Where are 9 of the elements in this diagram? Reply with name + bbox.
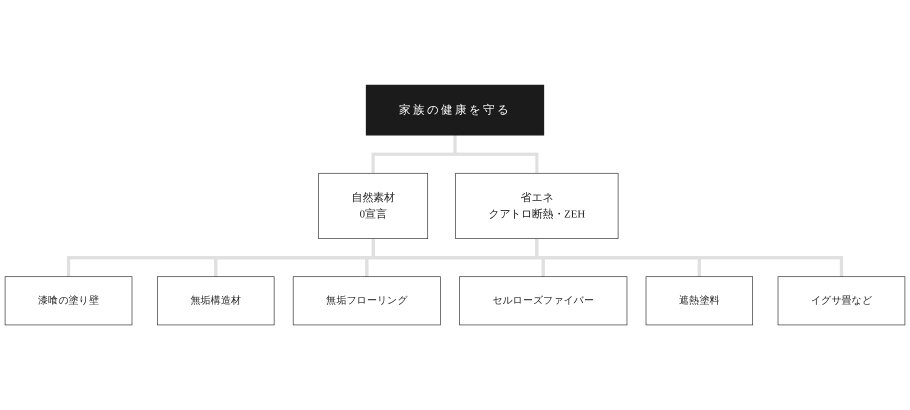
node-box: イグサ畳など: [778, 276, 906, 326]
node-box: セルローズファイバー: [459, 276, 628, 326]
node-box: 無垢フローリング: [292, 276, 441, 326]
node-box: 自然素材 0宣言: [318, 172, 428, 239]
node-box: 無垢構造材: [157, 276, 274, 326]
node-box: 省エネ クアトロ断熱・ZEH: [455, 172, 618, 239]
node-box: 遮熱塗料: [646, 276, 753, 326]
node-box: 家族の健康を守る: [366, 84, 544, 136]
node-box: 漆喰の塗り壁: [4, 276, 132, 326]
